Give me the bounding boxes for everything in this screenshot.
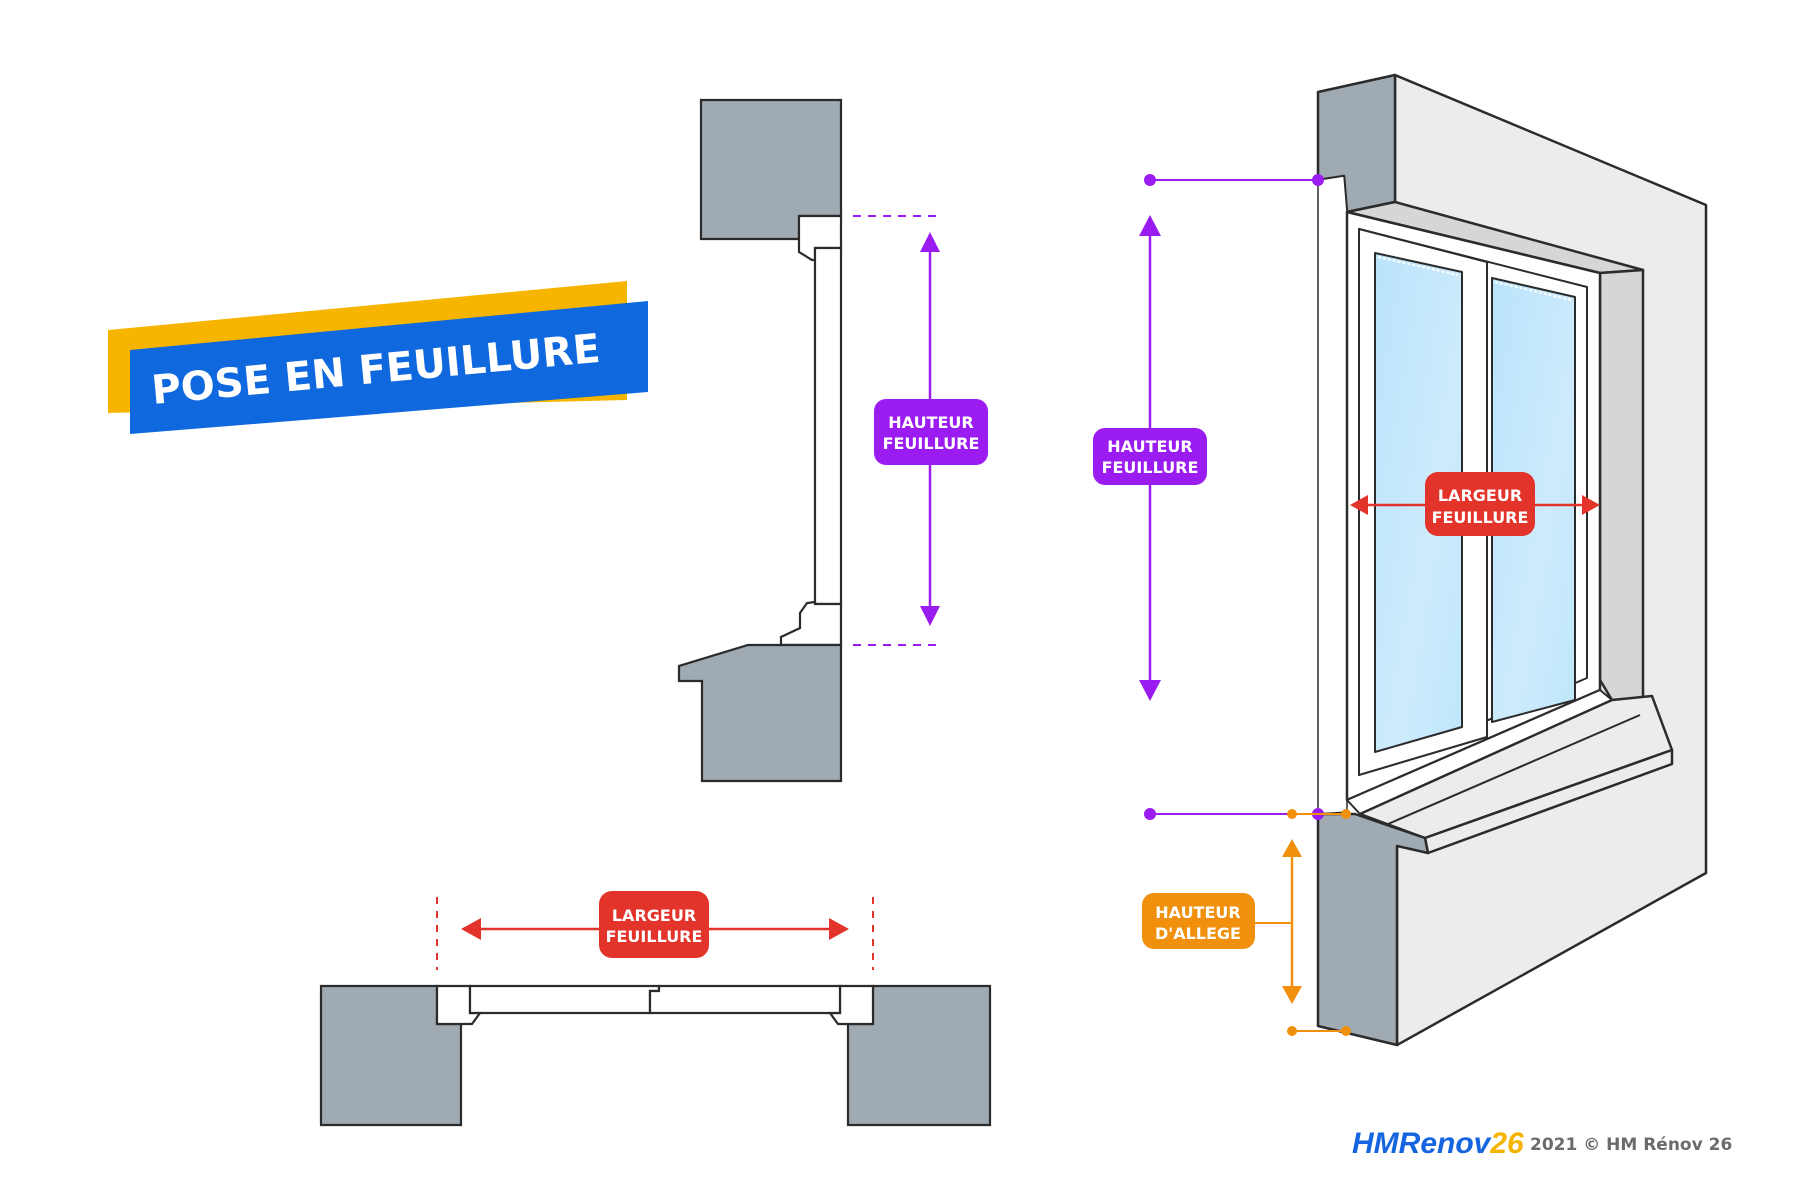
right-sash [648, 984, 842, 1015]
label-line-2: D'ALLEGE [1155, 924, 1241, 943]
label-badge-hauteur-allege [1142, 893, 1255, 949]
glass-bead-right [1494, 281, 1572, 301]
glass-bead-left [1377, 256, 1459, 276]
arrow-down-icon [920, 606, 940, 626]
section-height-dimension: HAUTEUR FEUILLURE [853, 215, 988, 646]
left-reveal [1317, 175, 1348, 815]
right-reveal [1598, 268, 1645, 707]
label-badge-largeur-feuillure [599, 891, 709, 958]
footer: HMRenov26 2021 © HM Rénov 26 [1352, 1127, 1732, 1160]
sill-groove [1387, 714, 1641, 825]
dot-marker [1144, 808, 1156, 820]
allege-front [1316, 812, 1430, 1047]
arrow-left-icon [461, 918, 481, 940]
label-line-2: FEUILLURE [1102, 458, 1199, 477]
brand-logo-number: 26 [1489, 1127, 1524, 1160]
label-line-1: HAUTEUR [1107, 437, 1192, 456]
dot-marker [1287, 1026, 1297, 1036]
arrow-right-icon [1582, 495, 1600, 515]
left-sash [468, 984, 661, 1015]
arrow-up-icon [1139, 215, 1161, 236]
sill-block [677, 643, 843, 783]
dot-marker [1312, 174, 1324, 186]
label-badge-largeur-feuillure [1425, 472, 1535, 536]
arrow-up-icon [920, 232, 940, 252]
dot-marker [1341, 809, 1351, 819]
title-banner-blue [130, 301, 648, 434]
dot-marker [1341, 1026, 1351, 1036]
label-line-1: HAUTEUR [888, 413, 973, 432]
label-line-2: FEUILLURE [883, 434, 980, 453]
arrow-left-icon [1350, 495, 1368, 515]
arrow-up-icon [1282, 839, 1302, 857]
perspective-width-dimension: LARGEUR FEUILLURE [1350, 472, 1600, 536]
label-badge-hauteur-feuillure [1093, 428, 1207, 485]
copyright-text: 2021 © HM Rénov 26 [1530, 1135, 1732, 1155]
arrow-down-icon [1139, 680, 1161, 701]
arrow-down-icon [1282, 986, 1302, 1004]
label-line-1: LARGEUR [612, 906, 696, 925]
label-line-1: LARGEUR [1438, 486, 1522, 505]
perspective-height-dimension: HAUTEUR FEUILLURE [1093, 174, 1324, 820]
allege-height-dimension: HAUTEUR D'ALLEGE [1142, 809, 1351, 1036]
label-badge-hauteur-feuillure [874, 399, 988, 465]
dot-marker [1144, 174, 1156, 186]
plan-width-dimension: LARGEUR FEUILLURE [436, 891, 874, 970]
frame-bottom-profile [779, 600, 843, 647]
glass-pane-left [1374, 252, 1463, 753]
side-section [677, 98, 843, 783]
dot-marker [1287, 809, 1297, 819]
plan-section [319, 984, 992, 1127]
label-line-1: HAUTEUR [1155, 903, 1240, 922]
label-line-2: FEUILLURE [1432, 508, 1529, 527]
arrow-right-icon [829, 918, 849, 940]
perspective-window [1316, 73, 1708, 1047]
frame-vertical [813, 246, 843, 606]
brand-logo: HMRenov26 [1352, 1127, 1524, 1160]
brand-logo-text: HMRenov [1352, 1127, 1493, 1160]
label-line-2: FEUILLURE [606, 927, 703, 946]
title-banner: POSE EN FEUILLURE [108, 281, 648, 434]
